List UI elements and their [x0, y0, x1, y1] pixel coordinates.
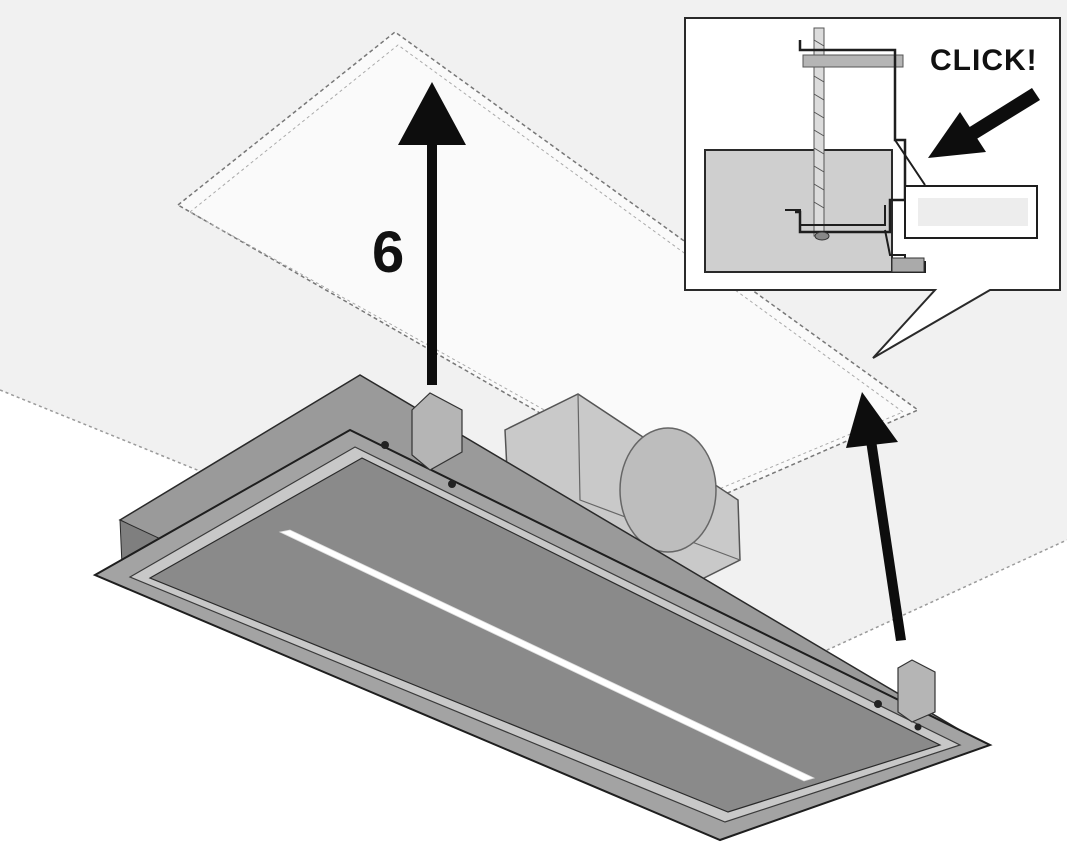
ceiling-opening — [176, 31, 920, 506]
up-arrow-icon — [398, 82, 466, 385]
step-number: 6 — [372, 220, 404, 285]
click-label: CLICK! — [930, 44, 1038, 77]
up-arrow-icon — [846, 392, 906, 641]
pointer-arrow-icon — [928, 88, 1040, 158]
detail-callout: CLICK! — [684, 17, 1061, 359]
motor-housing — [504, 393, 741, 601]
ceiling-unit — [92, 374, 993, 842]
